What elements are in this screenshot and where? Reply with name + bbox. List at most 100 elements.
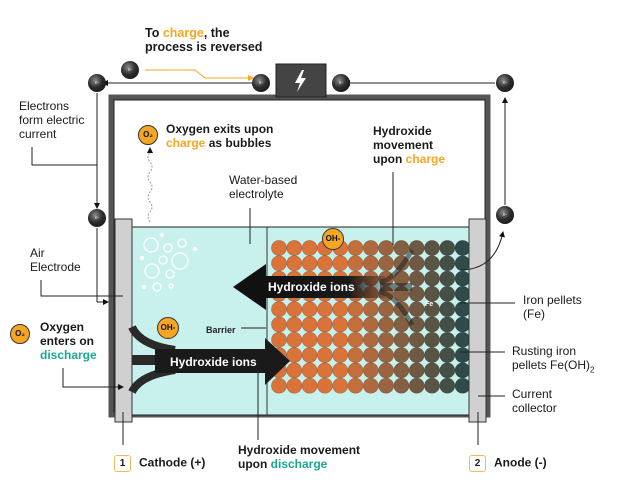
hydroxide-discharge-label: Hydroxide movement upon discharge	[238, 443, 360, 471]
hydroxide-charge-label: Hydroxide movement upon charge	[373, 124, 445, 166]
iron-pellet	[362, 301, 379, 318]
iron-pellet	[454, 270, 471, 287]
electron-icon: e-	[121, 61, 139, 79]
hydroxide-ion-badge-2: OH-	[322, 228, 344, 250]
iron-pellet	[347, 240, 364, 256]
iron-pellet	[408, 255, 425, 272]
iron-pellet	[439, 331, 456, 348]
iron-pellet	[439, 301, 456, 318]
charge-reversed-note: To charge, the process is reversed	[145, 26, 262, 54]
iron-pellet	[424, 377, 440, 394]
charge-reverse-path	[145, 69, 254, 81]
note-charge-word: charge	[162, 26, 204, 40]
charge-arrow-label: Hydroxide ions	[268, 280, 355, 294]
iron-pellet	[332, 362, 349, 379]
iron-pellet	[271, 301, 287, 318]
rust-subscript: 2	[590, 365, 595, 375]
iron-pellet	[301, 316, 318, 333]
iron-pellet	[424, 301, 440, 318]
circuit-wires	[94, 80, 508, 305]
iron-pellet	[362, 362, 379, 379]
iron-pellet	[301, 362, 318, 379]
iron-pellet	[439, 377, 456, 394]
iron-pellet	[439, 285, 456, 302]
iron-pellet	[378, 331, 394, 348]
iron-pellet	[347, 255, 364, 272]
iron-pellet	[454, 301, 471, 318]
oxygen-enters-label: Oxygen enters on discharge	[40, 320, 97, 362]
iron-pellet	[424, 347, 440, 363]
iron-pellet	[286, 316, 303, 333]
iron-pellet	[362, 255, 379, 272]
oe-line1: Oxygen	[40, 320, 85, 334]
iron-pellet	[439, 316, 456, 333]
iron-pellet	[286, 331, 303, 348]
iron-pellet	[378, 347, 394, 363]
iron-pellet	[454, 316, 471, 333]
iron-pellet	[378, 255, 394, 272]
hc-line2: movement	[373, 138, 434, 152]
iron-pellet	[316, 316, 333, 333]
iron-pellet	[393, 347, 410, 363]
air-electrode-cathode	[114, 218, 133, 423]
iron-pellet	[439, 270, 456, 287]
discharge-arrow-label: Hydroxide ions	[170, 355, 257, 369]
iron-pellet	[332, 377, 349, 394]
iron-pellet	[301, 255, 318, 272]
iron-pellet	[286, 347, 303, 363]
iron-pellet	[362, 347, 379, 363]
cathode-number-badge: 1	[114, 455, 131, 472]
hd-line1: Hydroxide movement	[238, 443, 361, 457]
rust-line1: Rusting iron	[512, 344, 577, 358]
iron-pellet	[316, 331, 333, 348]
iron-pellet	[393, 377, 410, 394]
iron-pellet	[408, 377, 425, 394]
oxygen-exit-arrowhead	[147, 147, 153, 153]
iron-pellet	[439, 347, 456, 363]
iron-pellet	[454, 240, 471, 256]
oxygen-exits-label: Oxygen exits upon charge as bubbles	[166, 122, 273, 150]
iron-pellet	[408, 270, 425, 287]
iron-pellet	[424, 331, 440, 348]
electrolyte-line2: electrolyte	[229, 187, 284, 201]
oxygen-exit-path	[147, 151, 153, 223]
electrolyte-label: Water-based electrolyte	[229, 173, 297, 201]
electron-icon: e-	[88, 74, 106, 92]
barrier-label: Barrier	[206, 325, 236, 335]
current-collector-anode	[468, 218, 487, 423]
iron-pellet	[378, 377, 394, 394]
iron-pellet	[271, 331, 287, 348]
iron-pellet	[424, 240, 440, 256]
iron-pellet	[286, 240, 303, 256]
iron-pellet	[301, 331, 318, 348]
hydroxide-charge-arrow	[233, 248, 415, 327]
electron-icon: e-	[252, 74, 270, 92]
anode-text: Anode (-)	[494, 455, 547, 470]
iron-pellet	[408, 285, 425, 302]
iron-pellet	[347, 301, 364, 318]
iron-pellet	[271, 255, 287, 272]
iron-pellet	[347, 316, 364, 333]
power-source[interactable]	[275, 63, 327, 98]
iron-pellet	[378, 316, 394, 333]
iron-pellet	[408, 301, 425, 318]
air-electrode-label: Air Electrode	[30, 246, 81, 274]
iron-pellet	[316, 347, 333, 363]
iron-pellet	[408, 331, 425, 348]
iron-pellet	[378, 301, 394, 318]
iron-pellet	[286, 362, 303, 379]
oxygen-exits-line1: Oxygen exits upon	[166, 122, 274, 136]
electron-icon: e-	[332, 74, 350, 92]
electrons-line1: Electrons	[19, 99, 70, 113]
note-line2: process is reversed	[145, 40, 263, 54]
oe-discharge: discharge	[40, 348, 97, 362]
note-suffix: , the	[203, 26, 230, 40]
iron-pellet	[424, 362, 440, 379]
iron-pellet	[454, 255, 471, 272]
iron-pellet	[271, 240, 287, 256]
iron-pellet	[454, 285, 471, 302]
